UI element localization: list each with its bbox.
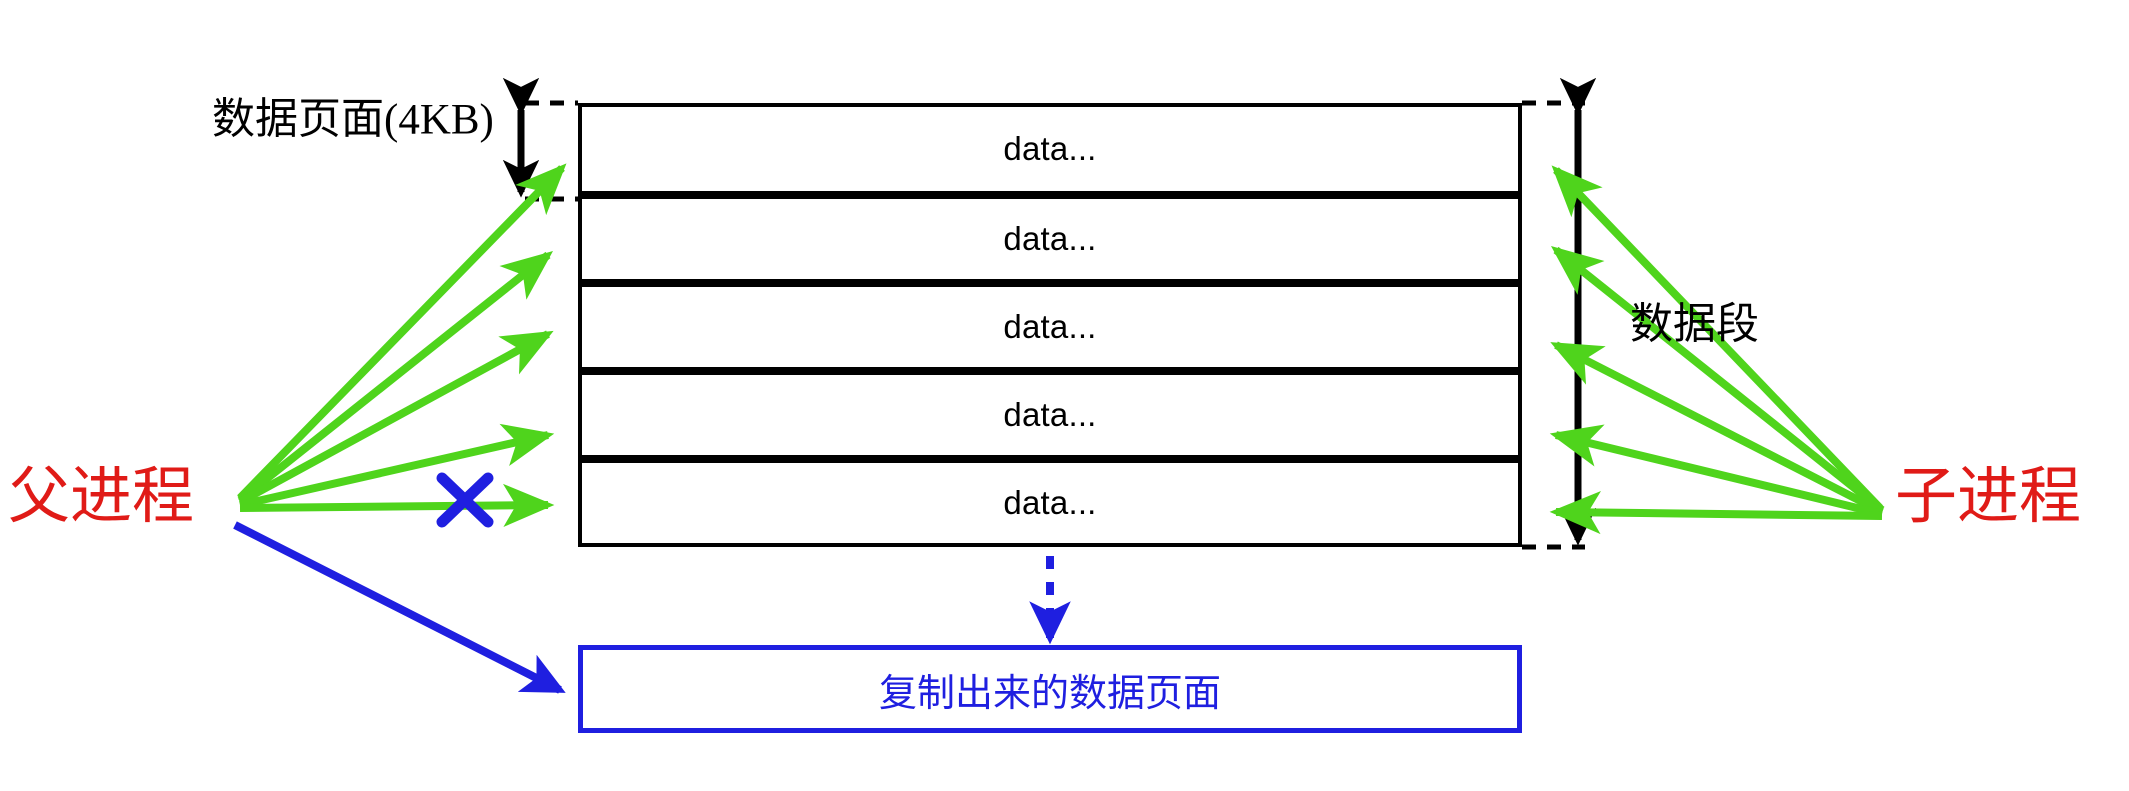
data-page-label: data... [1003,130,1097,167]
child-process-label: 子进程 [1895,463,2082,531]
parent-arrow-page-5 [239,483,555,528]
data-page-row[interactable]: data... [578,103,1522,195]
parent-share-arrows [237,163,567,528]
data-page-label: data... [1003,308,1097,345]
data-page-label: data... [1003,484,1097,521]
child-share-arrows [1549,165,1885,535]
parent-arrow-page-3 [238,330,554,506]
child-arrow-page-4 [1549,424,1883,518]
data-segment-label: 数据段 [1630,301,1759,349]
copied-data-pages-label: 复制出来的数据页面 [878,672,1221,715]
copied-data-pages-box[interactable]: 复制出来的数据页面 [578,645,1522,733]
child-arrow-page-3 [1550,341,1884,516]
parent-process-label: 父进程 [8,463,195,531]
blocked-write-x-marker [436,472,494,528]
data-page-row[interactable]: data... [578,459,1522,547]
page-size-label: 数据页面(4KB) [212,96,494,144]
parent-arrow-page-1 [237,163,567,501]
parent-to-copied-pages-arrow [233,521,566,694]
data-segment-measure-bracket [1522,77,1597,550]
child-arrow-page-1 [1551,165,1883,511]
data-page-row[interactable]: data... [578,283,1522,371]
child-arrow-page-5 [1549,490,1883,535]
data-page-row[interactable]: data... [578,371,1522,459]
data-page-label: data... [1003,220,1097,257]
child-arrow-page-2 [1550,246,1885,514]
parent-arrow-page-4 [239,423,555,509]
parent-arrow-page-2 [237,251,554,504]
data-page-label: data... [1003,396,1097,433]
x-stroke-b [436,472,494,528]
data-page-row[interactable]: data... [578,195,1522,283]
